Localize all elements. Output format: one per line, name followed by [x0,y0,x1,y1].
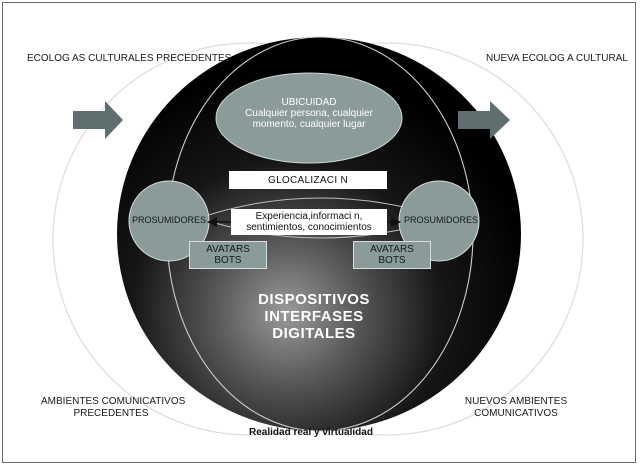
avatars-bots-left-box: AVATARS BOTS [189,241,267,269]
center-title-line3: DIGITALES [272,325,356,342]
center-title-line1: DISPOSITIVOS [258,291,370,308]
label-nuevos-ambientes-line2: COMUNICATIVOS [474,408,558,419]
label-ecologias-precedentes: ECOLOG AS CULTURALES PRECEDENTES [27,53,232,64]
label-nueva-ecologia: NUEVA ECOLOG A CULTURAL [486,53,628,64]
ubicuidad-line1: Cualquier persona, cualquier [245,108,373,119]
prosumidores-right-label: PROSUMIDORES [403,215,478,225]
right-arrow-icon [458,101,510,139]
right-arrow-icon [73,101,123,139]
glocalizacion-box: GLOCALIZACI N [229,171,387,189]
label-ambientes-precedentes: AMBIENTES COMUNICATIVOS PRECEDENTES [41,396,186,420]
avatars-right-line2: BOTS [378,255,406,266]
experiencia-line2: sentimientos, conocimientos [246,222,372,233]
experiencia-box: Experiencia,informaci n, sentimientos, c… [231,209,387,235]
experiencia-line1: Experiencia,informaci n, [255,211,363,222]
center-title-line2: INTERFASES [264,308,364,325]
avatars-bots-right-box: AVATARS BOTS [353,241,431,269]
avatars-left-line2: BOTS [214,255,242,266]
label-realidad-virtualidad: Realidad real y virtualidad [249,427,373,438]
ubicuidad-ellipse [215,72,403,164]
ubicuidad-title: UBICUIDAD [281,97,337,108]
ubicuidad-text: UBICUIDAD Cualquier persona, cualquier m… [229,97,389,130]
label-ambientes-precedentes-line2: PRECEDENTES [73,408,149,419]
avatars-right-line1: AVATARS [370,244,414,255]
ubicuidad-line2: momento, cualquier lugar [252,119,366,130]
label-nuevos-ambientes: NUEVOS AMBIENTES COMUNICATIVOS [451,396,581,420]
prosumidores-left-label: PROSUMIDORES [131,215,206,225]
exchange-arrowhead-right [391,217,401,227]
center-title: DISPOSITIVOS INTERFASES DIGITALES [239,291,389,342]
diagram-frame: ECOLOG AS CULTURALES PRECEDENTES NUEVA E… [2,2,636,463]
avatars-left-line1: AVATARS [206,244,250,255]
label-ambientes-precedentes-line1: AMBIENTES COMUNICATIVOS [41,396,186,407]
label-nuevos-ambientes-line1: NUEVOS AMBIENTES [464,396,568,407]
exchange-arrowhead-left [207,217,217,227]
